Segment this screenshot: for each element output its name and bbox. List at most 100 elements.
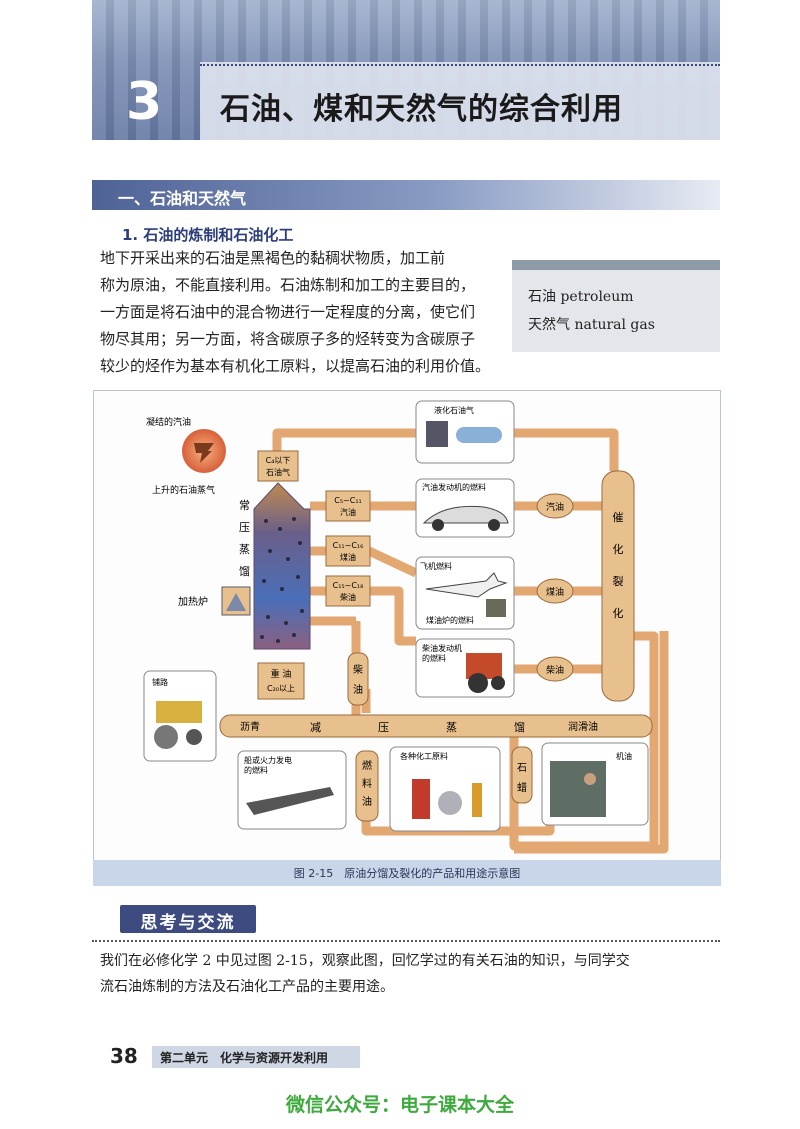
tractor-icon <box>466 653 502 679</box>
condensation-icon <box>194 443 214 463</box>
diesel-v-label: 柴 <box>353 663 363 676</box>
road-label: 铺路 <box>152 677 168 687</box>
lube-label: 润滑油 <box>568 720 598 733</box>
para-line: 物尽其用；另一方面，将含碳原子多的烃转变为含碳原子 <box>100 330 476 348</box>
para-line: 称为原油，不能直接利用。石油炼制和加工的主要目的， <box>100 276 476 294</box>
tractor-label-2: 的燃料 <box>422 653 446 663</box>
distillation-column <box>253 482 311 650</box>
figure-caption: 图 2-15 原油分馏及裂化的产品和用途示意图 <box>293 867 521 880</box>
cracking-label: 催 <box>613 510 624 524</box>
cracking-label: 裂 <box>613 575 624 588</box>
wax-box <box>511 746 533 804</box>
furnace-icon <box>226 593 246 611</box>
diesel-node <box>536 656 574 682</box>
think-dotted-rule <box>92 940 720 942</box>
dynamite-icon <box>412 779 430 819</box>
subsection-title: 1. 石油的炼制和石油化工 <box>122 226 294 244</box>
wax-label: 蜡 <box>517 782 527 794</box>
vacuum-distillation-bar <box>219 714 653 738</box>
asphalt-label: 沥青 <box>240 720 260 733</box>
fuel-oil-label: 燃 <box>362 759 372 772</box>
vacuum-label: 馏 <box>514 720 525 734</box>
vacuum-label: 蒸 <box>446 721 457 734</box>
chem-label: 各种化工原料 <box>400 751 448 761</box>
diesel-vertical-box <box>347 652 369 706</box>
c15-label-b: 柴油 <box>340 592 356 602</box>
chapter-title: 石油、煤和天然气的综合利用 <box>220 92 623 127</box>
think-line: 我们在必修化学 2 中见过图 2-15，观察此图，回忆学过的有关石油的知识，与同… <box>100 953 630 969</box>
c15-box <box>325 575 371 607</box>
c4-label-a: C₄以下 <box>266 456 291 465</box>
lpg-stove-icon <box>426 421 448 447</box>
column-label: 蒸 <box>239 543 250 556</box>
fuel-oil-label: 料 <box>362 777 372 790</box>
chem-bottle-icon <box>438 791 462 815</box>
para-line: 较少的烃作为基本有机化工原料，以提高石油的利用价值。 <box>100 357 491 375</box>
car-icon <box>422 505 509 524</box>
vocab-box: 石油 petroleum 天然气 natural gas <box>512 260 720 352</box>
fuel-oil-label: 油 <box>362 795 372 808</box>
dotted-rule <box>200 64 720 66</box>
c11-label-a: C₁₁~C₁₆ <box>333 541 364 550</box>
unit-title: 第二单元 化学与资源开发利用 <box>160 1051 329 1065</box>
fuel-oil-box <box>355 750 379 822</box>
lpg-label: 液化石油气 <box>434 405 474 415</box>
c11-box <box>325 535 371 567</box>
ship-label-1: 船或火力发电 <box>244 755 292 765</box>
condensed-label: 凝结的汽油 <box>146 416 191 428</box>
c15-label-a: C₁₅~C₁₈ <box>333 581 364 590</box>
title-box <box>200 62 720 140</box>
chapter-header: 3 石油、煤和天然气的综合利用 <box>92 0 720 140</box>
lpg-tank-icon <box>456 427 502 443</box>
think-paragraph: 我们在必修化学 2 中见过图 2-15，观察此图，回忆学过的有关石油的知识，与同… <box>100 948 740 1000</box>
figure-frame: 凝结的汽油 上升的石油蒸气 C₄以下 石油气 常 压 蒸 馏 加热炉 C₅~C₁… <box>93 390 721 886</box>
heavy-label-a: 重 油 <box>271 668 292 680</box>
furnace-label: 加热炉 <box>178 595 208 608</box>
cracking-label: 化 <box>613 542 624 556</box>
vacuum-label: 压 <box>378 721 389 734</box>
gasoline-label: 汽油 <box>546 501 564 513</box>
chapter-number: 3 <box>126 72 163 132</box>
jet-label-1: 飞机燃料 <box>420 561 452 571</box>
column-label: 馏 <box>239 564 250 578</box>
page-number: 38 <box>110 1044 138 1068</box>
unit-footer-bar: 第二单元 化学与资源开发利用 <box>152 1046 360 1068</box>
tractor-label-1: 柴油发动机 <box>422 643 462 653</box>
kerosene-label: 煤油 <box>546 586 564 598</box>
ship-icon <box>246 787 334 815</box>
think-discuss-header: 思考与交流 <box>120 905 256 933</box>
kerosene-node <box>536 578 574 604</box>
rising-label: 上升的石油蒸气 <box>152 484 215 496</box>
airplane-icon <box>425 572 508 598</box>
para-line: 地下开采出来的石油是黑褐色的黏稠状物质，加工前 <box>100 249 446 267</box>
machine-icon <box>550 761 606 817</box>
column-label: 常 <box>239 499 250 512</box>
think-title: 思考与交流 <box>140 913 236 933</box>
column-label: 压 <box>239 521 250 534</box>
vacuum-label: 减 <box>310 721 321 734</box>
catalytic-cracking-column <box>601 470 635 702</box>
c11-label-b: 煤油 <box>340 552 356 562</box>
wax-label: 石 <box>517 763 527 774</box>
roller-icon <box>156 701 202 723</box>
cracking-label: 化 <box>613 606 624 620</box>
diesel-label: 柴油 <box>546 664 564 676</box>
intro-paragraph: 地下开采出来的石油是黑褐色的黏稠状物质，加工前 称为原油，不能直接利用。石油炼制… <box>100 245 510 380</box>
column-dots <box>260 517 304 643</box>
jet-label-2: 煤油炉的燃料 <box>426 615 474 625</box>
c4-label-b: 石油气 <box>266 467 290 477</box>
stove-icon <box>486 599 506 617</box>
c5-box <box>325 490 371 522</box>
watermark: 微信公众号：电子课本大全 <box>285 1094 514 1116</box>
para-line: 一方面是将石油中的混合物进行一定程度的分离，使它们 <box>100 303 476 321</box>
section-title: 一、石油和天然气 <box>118 189 247 208</box>
gasoline-node <box>536 493 574 519</box>
heavy-oil-box <box>257 662 305 700</box>
think-line: 流石油炼制的方法及石油化工产品的主要用途。 <box>100 979 394 995</box>
vocab-natural-gas: 天然气 natural gas <box>528 317 655 333</box>
distillation-diagram: 凝结的汽油 上升的石油蒸气 C₄以下 石油气 常 压 蒸 馏 加热炉 C₅~C₁… <box>143 400 669 854</box>
car-label: 汽油发动机的燃料 <box>422 482 486 492</box>
c5-label-a: C₅~C₁₁ <box>334 496 362 505</box>
heavy-label-b: C₂₀以上 <box>267 684 295 693</box>
diesel-v-label: 油 <box>353 683 363 696</box>
